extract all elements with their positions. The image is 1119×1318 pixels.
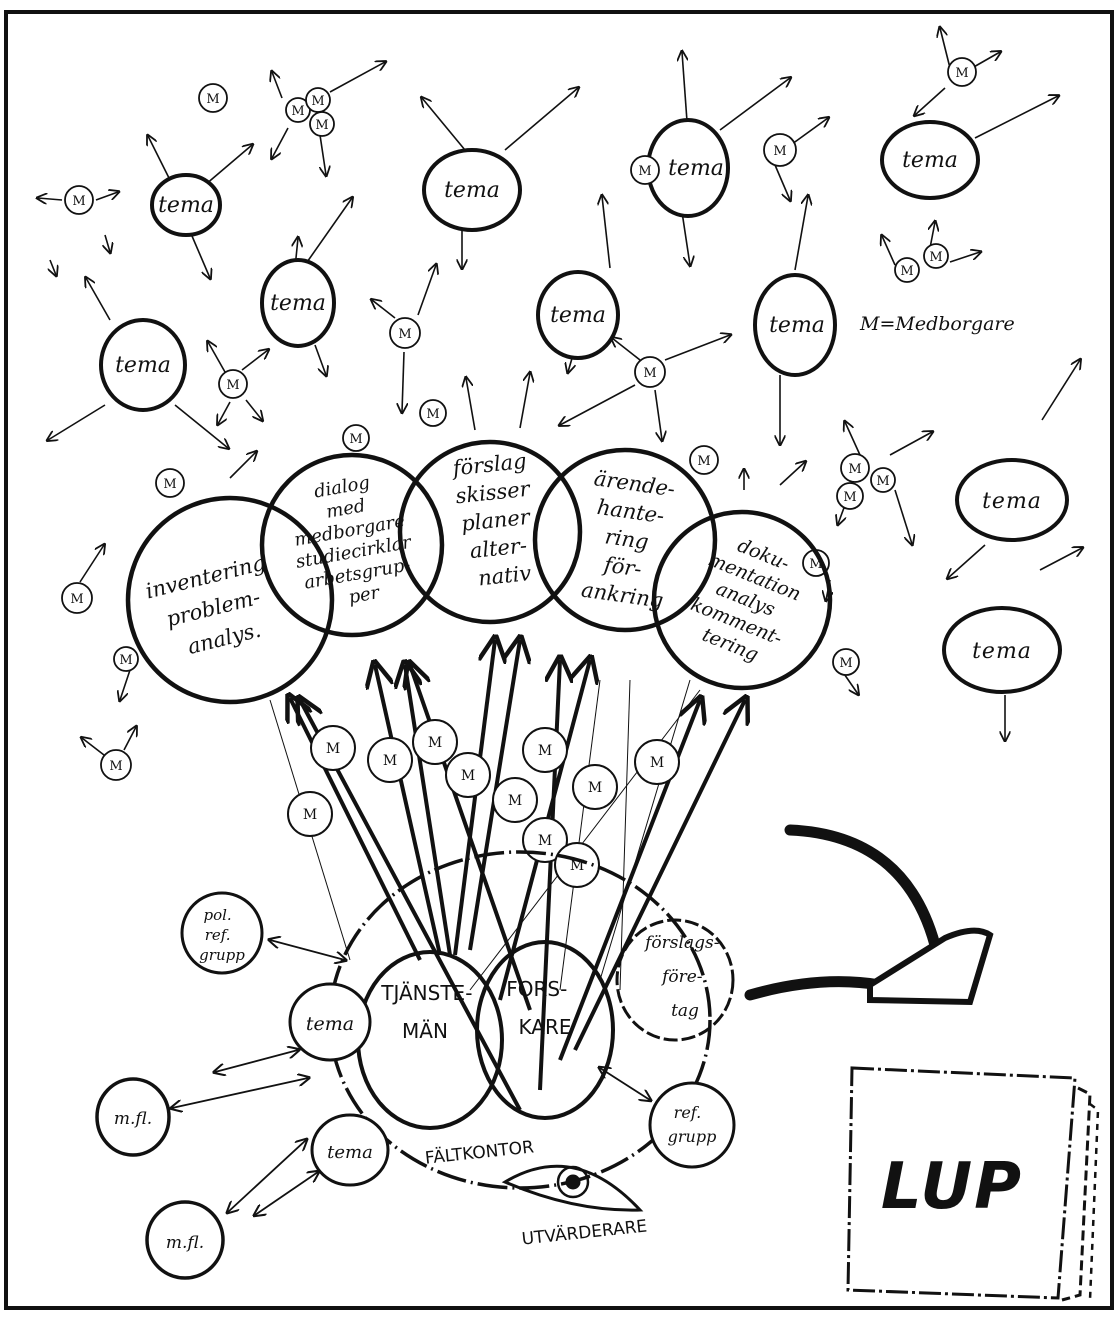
phase-inventering-label: inventering problem- analys. — [143, 549, 290, 666]
forslagsforetag-label: förslags- före- tag — [643, 933, 725, 1021]
svg-text:M: M — [383, 753, 397, 769]
svg-text:M: M — [508, 793, 522, 809]
office-tema-label-2: tema — [327, 1142, 373, 1163]
svg-text:M: M — [109, 759, 122, 774]
theme-circle-10 — [942, 606, 1062, 694]
citizen-circles — [61, 57, 977, 781]
theme-circle-4 — [880, 120, 980, 200]
theme-label: tema — [972, 639, 1032, 664]
svg-text:M: M — [426, 407, 439, 422]
theme-circle-7 — [753, 273, 837, 377]
phase-arende-label: ärende- hante- ring för- ankring — [577, 466, 683, 613]
svg-text:M: M — [848, 462, 861, 477]
faltkontor-label: FÄLTKONTOR — [424, 1136, 535, 1168]
mfl-circle-2 — [145, 1200, 225, 1280]
forskare-circle — [475, 940, 615, 1120]
svg-text:M: M — [538, 743, 552, 759]
lup-stamp: LUP — [846, 1066, 1100, 1302]
theme-label: tema — [444, 178, 500, 203]
svg-text:M: M — [291, 104, 304, 119]
svg-text:M: M — [929, 250, 942, 265]
svg-text:M: M — [538, 833, 552, 849]
svg-text:M: M — [311, 94, 324, 109]
phase-labels: inventering problem- analys. dialog med … — [143, 448, 819, 674]
svg-text:M: M — [843, 490, 856, 505]
svg-text:M: M — [650, 755, 664, 771]
forslagsforetag-circle — [615, 918, 735, 1042]
pol-ref-grupp-label: pol. ref. grupp — [199, 906, 245, 964]
ref-grupp-circle — [648, 1081, 736, 1169]
svg-text:M: M — [70, 592, 83, 607]
theme-circle-2 — [422, 148, 522, 232]
citizen-labels: M M M M M M M M M M M M M M M M M M M M … — [70, 66, 968, 774]
theme-label: tema — [270, 291, 326, 316]
drawing-frame — [4, 10, 1114, 1310]
svg-text:M: M — [588, 780, 602, 796]
phase-dokumentation — [651, 509, 833, 691]
theme-label: tema — [769, 313, 825, 338]
mfl-label-2: m.fl. — [166, 1233, 204, 1253]
phase-dialog — [259, 452, 445, 638]
phase-arende — [532, 447, 718, 633]
office-tema-label-1: tema — [306, 1013, 354, 1035]
mfl-label-1: m.fl. — [114, 1109, 152, 1129]
office-link-arrows — [172, 940, 650, 1215]
theme-circle-1 — [150, 173, 222, 237]
svg-text:M: M — [303, 807, 317, 823]
utvarderare-label: UTVÄRDERARE — [521, 1216, 648, 1250]
tema-circle-office-1 — [288, 982, 372, 1062]
theme-label: tema — [902, 148, 958, 173]
theme-circle-8 — [99, 318, 187, 412]
svg-text:M: M — [638, 164, 651, 179]
evaluator-eye-icon — [501, 1164, 644, 1212]
big-curved-arrow — [744, 824, 994, 1006]
svg-text:M: M — [349, 432, 362, 447]
svg-text:M: M — [773, 144, 786, 159]
svg-text:M: M — [226, 378, 239, 393]
phase-dialog-label: dialog med medborgare studiecirklar arbe… — [283, 466, 426, 616]
svg-text:M: M — [697, 454, 710, 469]
lup-stamp-label: LUP — [881, 1150, 1023, 1224]
phase-inventering — [125, 495, 335, 705]
legend-citizen: M=Medborgare — [859, 313, 1015, 335]
svg-text:M: M — [72, 194, 85, 209]
theme-label: tema — [158, 193, 214, 218]
theme-label: tema — [550, 303, 606, 328]
ref-grupp-label: ref. grupp — [668, 1103, 717, 1146]
theme-label: tema — [668, 156, 724, 181]
svg-text:M: M — [163, 477, 176, 492]
tema-circle-office-2 — [310, 1113, 390, 1187]
mfl-circle-1 — [95, 1077, 171, 1157]
svg-text:M: M — [461, 768, 475, 784]
theme-circle-9 — [955, 458, 1069, 542]
pol-ref-grupp-circle — [180, 891, 264, 975]
phase-forslag-label: förslag skisser planer alter- nativ — [450, 448, 547, 592]
phase-dokumentation-label: doku- mentation analys komment- tering — [678, 526, 819, 674]
svg-text:M: M — [398, 327, 411, 342]
svg-text:M: M — [428, 735, 442, 751]
forskare-label: FORS- KARE — [506, 977, 573, 1039]
svg-text:M: M — [326, 741, 340, 757]
theme-circles — [99, 118, 1069, 694]
svg-text:M: M — [900, 264, 913, 279]
phase-forslag — [397, 439, 583, 625]
svg-text:M: M — [955, 66, 968, 81]
theme-labels: tema tema tema tema tema tema tema tema … — [115, 148, 1042, 664]
svg-text:M: M — [643, 366, 656, 381]
svg-text:M: M — [876, 474, 889, 489]
intermediate-citizens — [287, 719, 680, 888]
svg-text:M: M — [119, 653, 132, 668]
svg-text:M: M — [839, 656, 852, 671]
phase-circles — [125, 439, 833, 705]
theme-circle-5 — [260, 258, 336, 348]
theme-label: tema — [982, 489, 1042, 514]
theme-label: tema — [115, 353, 171, 378]
svg-text:M: M — [206, 92, 219, 107]
field-office — [95, 850, 736, 1280]
tjansteman-label: TJÄNSTE- MÄN — [380, 981, 479, 1043]
theme-circle-6 — [536, 270, 620, 360]
svg-text:M: M — [315, 118, 328, 133]
